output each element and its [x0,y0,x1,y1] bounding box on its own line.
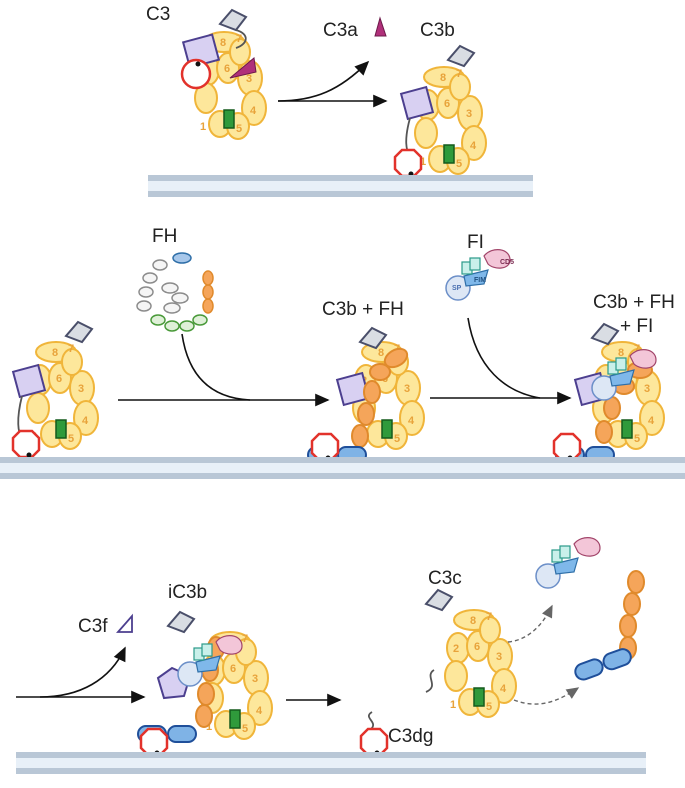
ic3b-diamond [167,611,195,633]
c3b-diamond-2 [65,321,93,343]
c3-diamond [219,9,247,31]
membrane-1 [148,175,533,197]
label-c3c: C3c [428,568,462,589]
label-c3b-fh-fi-2: + FI [620,316,653,337]
label-fh: FH [152,226,177,247]
c3b-diamond [447,45,475,67]
c3c-diamond [425,589,453,611]
label-c3: C3 [146,4,170,25]
panel-fh-fi-binding: FH FI C3b + FH C3b + FH + FI SP FIM CD5 [0,226,685,479]
fh-released [619,570,645,660]
label-fi: FI [467,232,484,253]
label-c3f: C3f [78,616,108,637]
membrane-2 [0,457,685,479]
c3-red-circle [180,58,212,90]
c3a-triangle-bound [229,57,257,79]
panel-c3-cleavage: C3 C3a C3b [146,4,533,197]
label-c3b-fh-fi-1: C3b + FH [593,292,675,313]
c3b-fh-octagon [310,432,340,462]
fi-released [535,536,601,589]
c3c-domains [444,609,517,718]
fi-cd5-label: CD5 [500,259,514,266]
c3b-fh-fi-diamond [591,323,619,345]
fh-chain [136,252,214,332]
fi-protein [445,248,511,301]
c3dg-octagon [359,727,389,757]
c3f-triangle [116,613,133,633]
label-c3b-fh: C3b + FH [322,299,404,320]
c3b-octagon [393,148,423,178]
fi-sp-label: SP [452,285,462,292]
c3b-fh-fi-octagon [552,432,582,462]
fi-fim-label: FIM [474,277,486,284]
c3b-octagon-2 [11,429,41,459]
panel-ic3b-cleavage: iC3b C3f C3c C3dg [16,536,646,774]
label-ic3b: iC3b [168,582,207,603]
label-c3b: C3b [420,20,455,41]
label-c3dg: C3dg [388,726,433,747]
membrane-3 [16,752,646,774]
c3a-triangle [374,16,387,37]
ic3b-octagon [139,727,169,757]
c3b-domains [414,66,487,175]
label-c3a: C3a [323,20,358,41]
fh-blue-pair-released [572,645,635,683]
c3b-domains-2 [26,341,99,450]
